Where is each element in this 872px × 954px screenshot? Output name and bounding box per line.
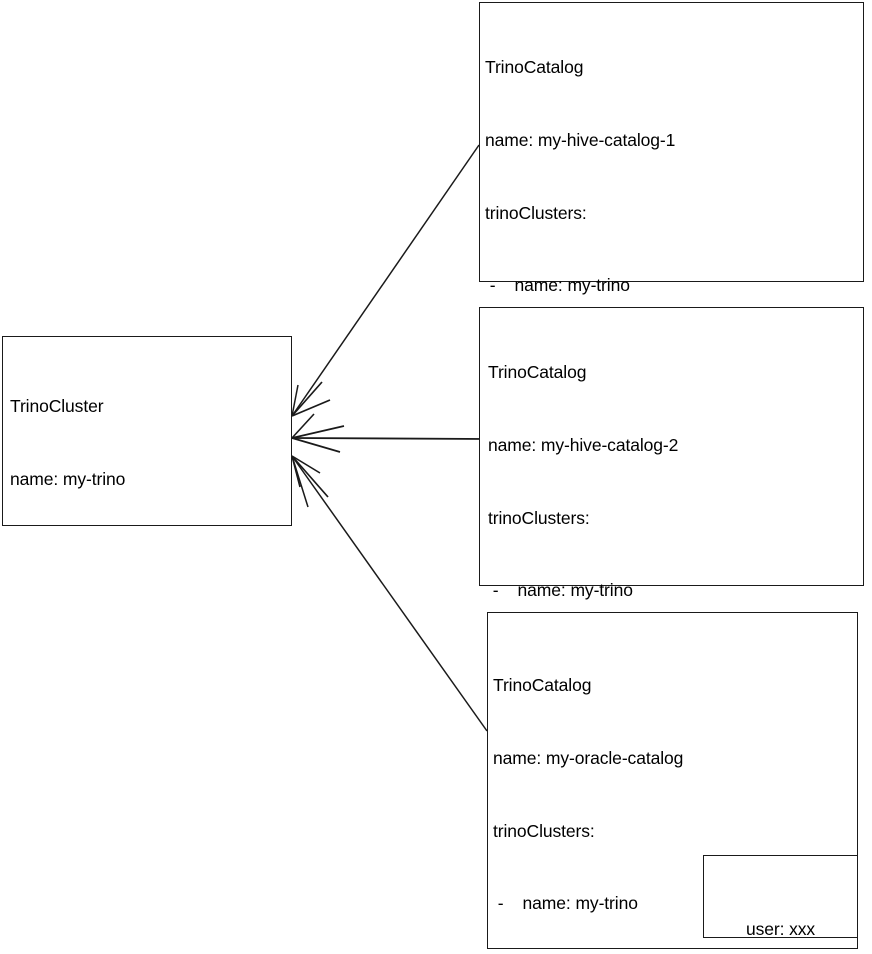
catalog-1-line-cluster-name: - name: my-trino bbox=[485, 275, 630, 296]
trino-cluster-node-text: TrinoCluster name: my-trino bbox=[10, 346, 289, 540]
trino-catalog-node-hive-2[interactable]: TrinoCatalog name: my-hive-catalog-2 tri… bbox=[479, 307, 864, 891]
cluster-line-name: name: my-trino bbox=[10, 469, 126, 490]
catalog-3-line-cluster-name: - name: my-trino bbox=[493, 893, 638, 914]
catalog-3-line-name: name: my-oracle-catalog bbox=[493, 748, 684, 769]
edge-catalog-3-to-cluster bbox=[291, 455, 488, 732]
catalog-3-line-kind: TrinoCatalog bbox=[493, 675, 592, 696]
catalog-3-line-trinoclusters: trinoClusters: bbox=[493, 820, 595, 841]
edge-catalog-2-to-cluster bbox=[291, 413, 488, 453]
catalog-1-line-trinoclusters: trinoClusters: bbox=[485, 202, 587, 223]
catalog-2-line-cluster-name: - name: my-trino bbox=[488, 580, 633, 601]
trino-catalog-node-oracle-text: TrinoCatalog name: my-oracle-catalog tri… bbox=[493, 625, 855, 954]
oracle-credentials-secret-node[interactable]: user: xxx password: xxx bbox=[703, 855, 858, 939]
edge-catalog-1-to-cluster bbox=[291, 144, 480, 417]
catalog-2-line-trinoclusters: trinoClusters: bbox=[488, 507, 590, 528]
cluster-line-kind: TrinoCluster bbox=[10, 396, 104, 417]
oracle-credentials-secret-node-text: user: xxx password: xxx bbox=[704, 867, 857, 954]
trino-cluster-node[interactable]: TrinoCluster name: my-trino bbox=[2, 336, 292, 526]
catalog-1-line-kind: TrinoCatalog bbox=[485, 57, 584, 78]
trino-catalog-node-oracle[interactable]: TrinoCatalog name: my-oracle-catalog tri… bbox=[487, 612, 858, 949]
secret-line-user: user: xxx bbox=[745, 919, 816, 939]
catalog-1-line-name: name: my-hive-catalog-1 bbox=[485, 130, 676, 151]
trino-catalog-node-hive-1[interactable]: TrinoCatalog name: my-hive-catalog-1 tri… bbox=[479, 2, 864, 658]
catalog-2-line-name: name: my-hive-catalog-2 bbox=[488, 435, 679, 456]
catalog-2-line-kind: TrinoCatalog bbox=[488, 362, 587, 383]
